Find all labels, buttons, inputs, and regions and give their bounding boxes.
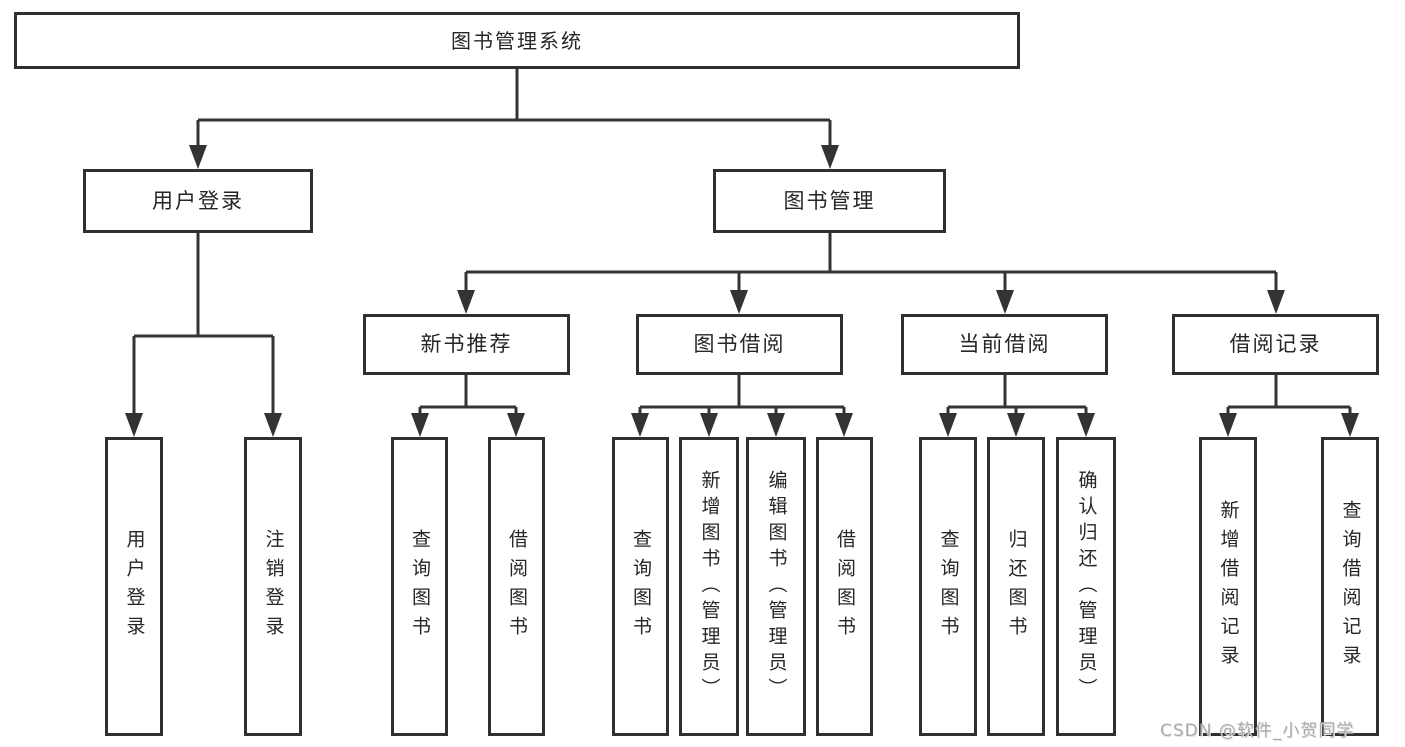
- arrowheads: [125, 145, 1359, 437]
- arrow-icon: [767, 413, 785, 437]
- arrow-icon: [939, 413, 957, 437]
- leaf-confirm-return-admin: 确认归还（管理员）: [1056, 437, 1116, 736]
- node-book-management: 图书管理: [713, 169, 946, 233]
- leaf-add-book-admin: 新增图书（管理员）: [679, 437, 739, 736]
- connector-book-borrow-to-leaves: [638, 375, 846, 414]
- connector-book-management-to-level3: [464, 233, 1278, 291]
- arrow-icon: [189, 145, 207, 169]
- node-user-login: 用户登录: [83, 169, 313, 233]
- connector-current-borrow-to-leaves: [946, 375, 1088, 414]
- arrow-icon: [507, 413, 525, 437]
- connector-root-to-level2: [196, 69, 832, 146]
- leaf-user-login: 用户登录: [105, 437, 163, 736]
- node-new-book-recommend: 新书推荐: [363, 314, 570, 375]
- leaf-logout: 注销登录: [244, 437, 302, 736]
- arrow-icon: [457, 290, 475, 314]
- leaf-return-book: 归还图书: [987, 437, 1045, 736]
- node-library-management-system: 图书管理系统: [14, 12, 1020, 69]
- arrow-icon: [264, 413, 282, 437]
- csdn-watermark: CSDN @软件_小贺同学: [1160, 721, 1355, 741]
- leaf-borrow-books-recommend: 借阅图书: [488, 437, 545, 736]
- arrow-icon: [125, 413, 143, 437]
- connector-user-login-to-leaves: [132, 233, 275, 414]
- leaf-query-books-recommend: 查询图书: [391, 437, 448, 736]
- arrow-icon: [411, 413, 429, 437]
- connector-borrow-records-to-leaves: [1226, 375, 1352, 414]
- arrow-icon: [700, 413, 718, 437]
- leaf-add-borrow-record: 新增借阅记录: [1199, 437, 1257, 736]
- arrow-icon: [1007, 413, 1025, 437]
- arrow-icon: [1077, 413, 1095, 437]
- arrow-icon: [996, 290, 1014, 314]
- leaf-query-borrow-record: 查询借阅记录: [1321, 437, 1379, 736]
- leaf-borrow-books-borrow: 借阅图书: [816, 437, 873, 736]
- leaf-edit-book-admin: 编辑图书（管理员）: [746, 437, 806, 736]
- node-borrow-records: 借阅记录: [1172, 314, 1379, 375]
- leaf-query-books-borrow: 查询图书: [612, 437, 669, 736]
- arrow-icon: [835, 413, 853, 437]
- arrow-icon: [821, 145, 839, 169]
- arrow-icon: [1341, 413, 1359, 437]
- arrow-icon: [1267, 290, 1285, 314]
- arrow-icon: [1219, 413, 1237, 437]
- node-book-borrow: 图书借阅: [636, 314, 843, 375]
- node-current-borrow: 当前借阅: [901, 314, 1108, 375]
- arrow-icon: [631, 413, 649, 437]
- connector-new-book-to-leaves: [418, 375, 518, 414]
- arrow-icon: [730, 290, 748, 314]
- leaf-query-books-current: 查询图书: [919, 437, 977, 736]
